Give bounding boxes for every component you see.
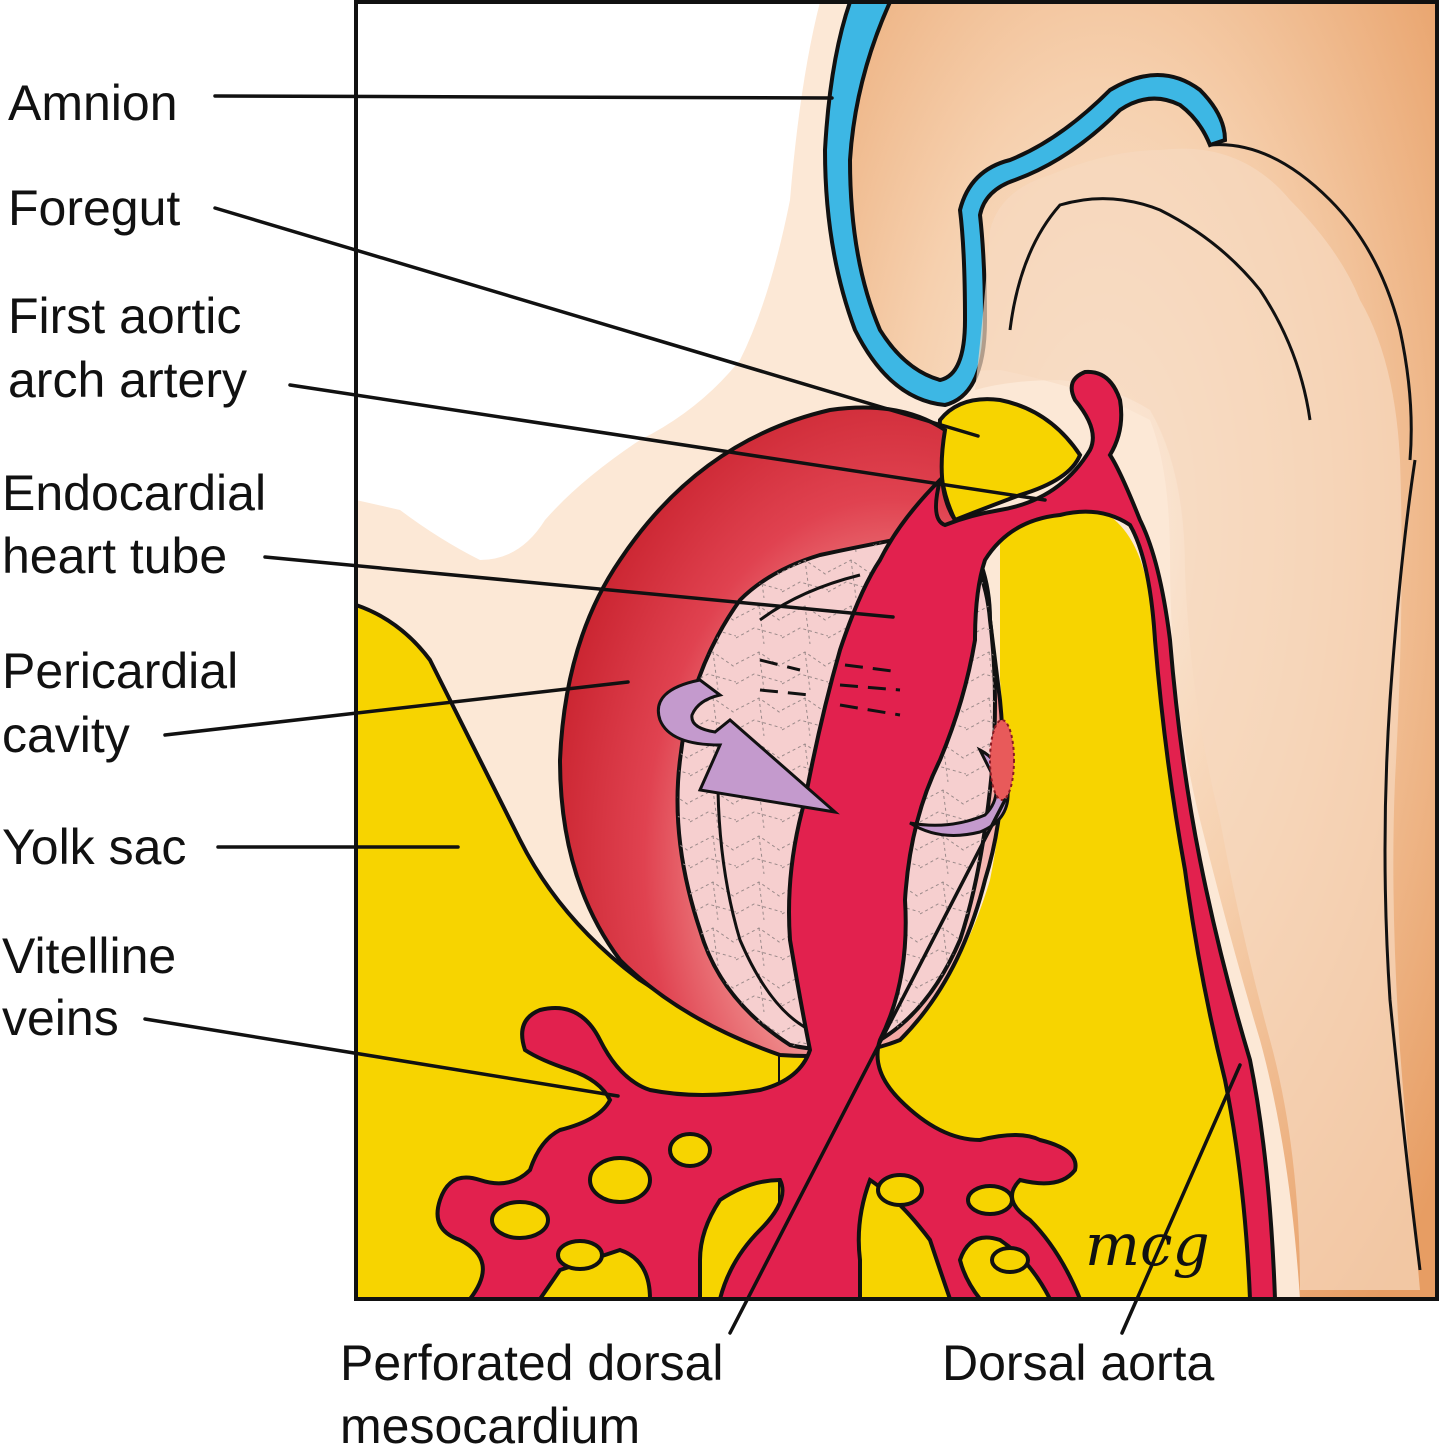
leader-first-aortic-arch [288, 383, 1047, 502]
label-foregut: Foregut [8, 180, 180, 236]
artist-signature: mcg [1085, 1211, 1210, 1279]
label-endocardial-heart-tube-line2: heart tube [2, 528, 227, 584]
label-perforated-mesocardium-line1: Perforated dorsal [340, 1335, 724, 1391]
label-vitelline-veins-line2: veins [2, 990, 119, 1046]
rotation-arrow-left [657, 678, 840, 815]
label-first-aortic-arch-line2: arch artery [8, 352, 247, 408]
body-outline-back [1383, 459, 1422, 1271]
leader-vitelline-veins [143, 1017, 620, 1098]
rotation-arrow-right [909, 719, 1015, 837]
leader-lines [143, 94, 1242, 1335]
vitelline-gaps [490, 1132, 1030, 1274]
label-yolk-sac: Yolk sac [2, 819, 186, 875]
labels: Amnion Foregut First aortic arch artery … [2, 75, 1215, 1454]
leader-amnion [213, 94, 834, 100]
head-fold [975, 148, 1420, 1291]
label-pericardial-cavity-line1: Pericardial [2, 643, 238, 699]
label-dorsal-aorta: Dorsal aorta [942, 1335, 1215, 1391]
amnion-membrane [822, 0, 1228, 408]
body-outline-inner [1008, 197, 1312, 421]
leader-dorsal-aorta [1120, 1063, 1242, 1335]
leader-perforated-mesocardium [728, 798, 1007, 1335]
heart-tube-and-vessels [435, 369, 1278, 1301]
label-perforated-mesocardium-line2: mesocardium [340, 1398, 640, 1454]
label-pericardial-cavity-line2: cavity [2, 707, 130, 763]
panel-border [354, 0, 1439, 1301]
myocardium-inner-line [716, 573, 861, 1032]
label-vitelline-veins-line1: Vitelline [2, 928, 176, 984]
leader-pericardial-cavity [163, 680, 630, 737]
leader-endocardial-heart-tube [263, 555, 895, 619]
body-outline-outer [1209, 143, 1413, 461]
diagram-panel: mcg [354, 0, 1439, 1301]
label-endocardial-heart-tube-line1: Endocardial [2, 465, 266, 521]
label-first-aortic-arch-line1: First aortic [8, 288, 241, 344]
leader-foregut [213, 206, 980, 438]
label-amnion: Amnion [8, 75, 178, 131]
